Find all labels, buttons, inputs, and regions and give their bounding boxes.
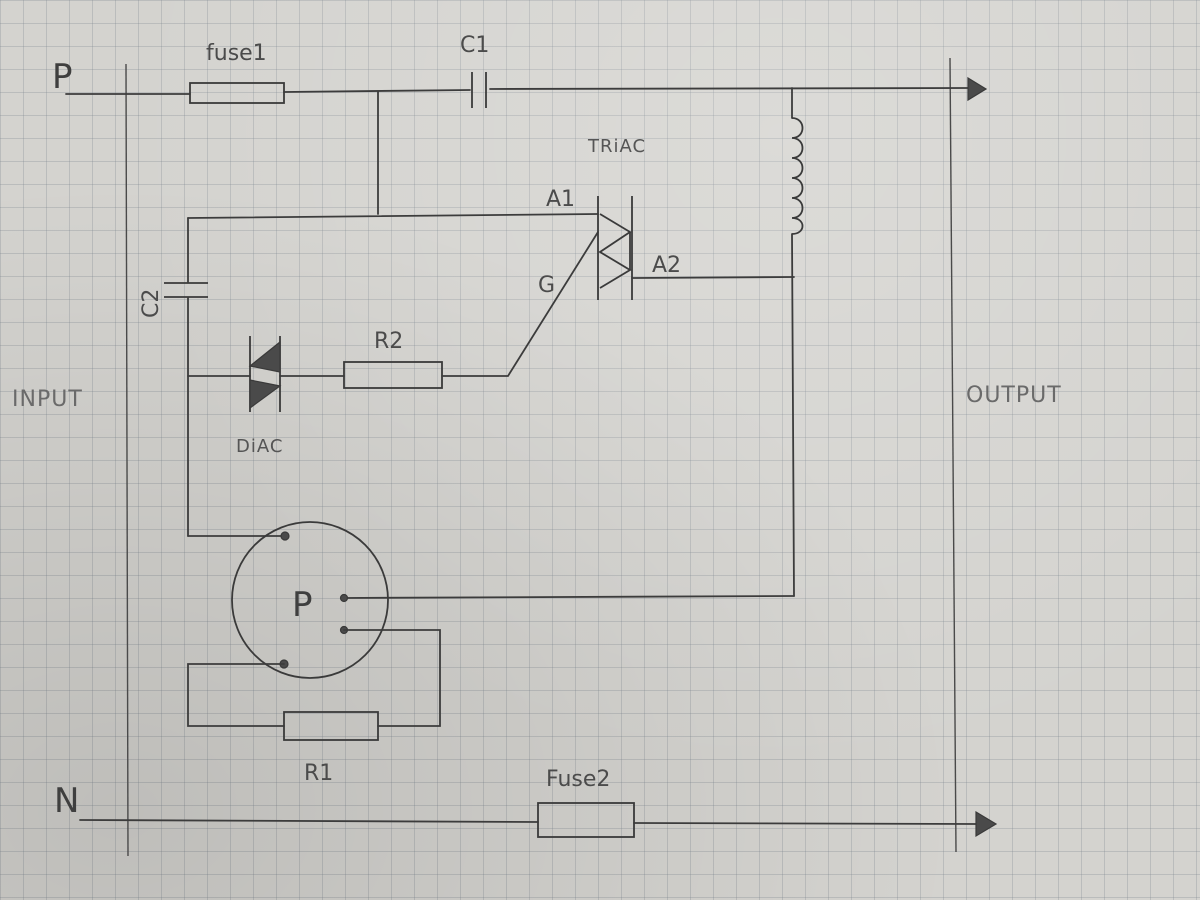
input-boundary-line <box>125 63 129 857</box>
diac-label: DiAC <box>236 436 283 457</box>
n-output-arrow-icon <box>975 810 998 838</box>
output-label: OUTPUT <box>966 383 1062 408</box>
motor-feed-wire <box>343 595 795 599</box>
r1-symbol <box>283 711 379 741</box>
a1-wire <box>187 213 599 219</box>
a1-label: A1 <box>546 187 575 212</box>
n-rail <box>79 810 998 838</box>
fuse1-label: fuse1 <box>206 41 267 66</box>
input-label: INPUT <box>12 387 83 412</box>
fuse2-label: Fuse2 <box>546 767 610 792</box>
gate-label: G <box>538 273 555 298</box>
r1-right-wire <box>343 629 441 727</box>
p-rail <box>65 76 988 102</box>
r1-label: R1 <box>304 761 333 786</box>
fuse1-symbol <box>189 82 285 104</box>
motor-label: P <box>292 585 313 625</box>
diac-symbol <box>248 336 282 412</box>
triac-label: TRiAC <box>587 136 646 157</box>
inductor-symbol <box>791 117 804 235</box>
gate-wire <box>441 231 599 377</box>
n-label: N <box>54 781 79 821</box>
c2-label: C2 <box>139 289 164 318</box>
p-label: P <box>52 57 73 97</box>
output-boundary-line <box>949 57 957 853</box>
triac-symbol <box>597 196 633 300</box>
inductor-bottom-wire <box>791 233 795 597</box>
fuse2-symbol <box>537 802 635 838</box>
p-output-arrow-icon <box>967 76 988 102</box>
r2-label: R2 <box>374 329 403 354</box>
r1-left-wire <box>187 663 285 727</box>
c1-label: C1 <box>460 33 489 58</box>
a2-label: A2 <box>652 253 681 278</box>
c2-symbol <box>164 282 208 298</box>
r2-symbol <box>343 361 443 389</box>
a2-wire <box>631 276 795 279</box>
c1-symbol <box>471 72 487 108</box>
